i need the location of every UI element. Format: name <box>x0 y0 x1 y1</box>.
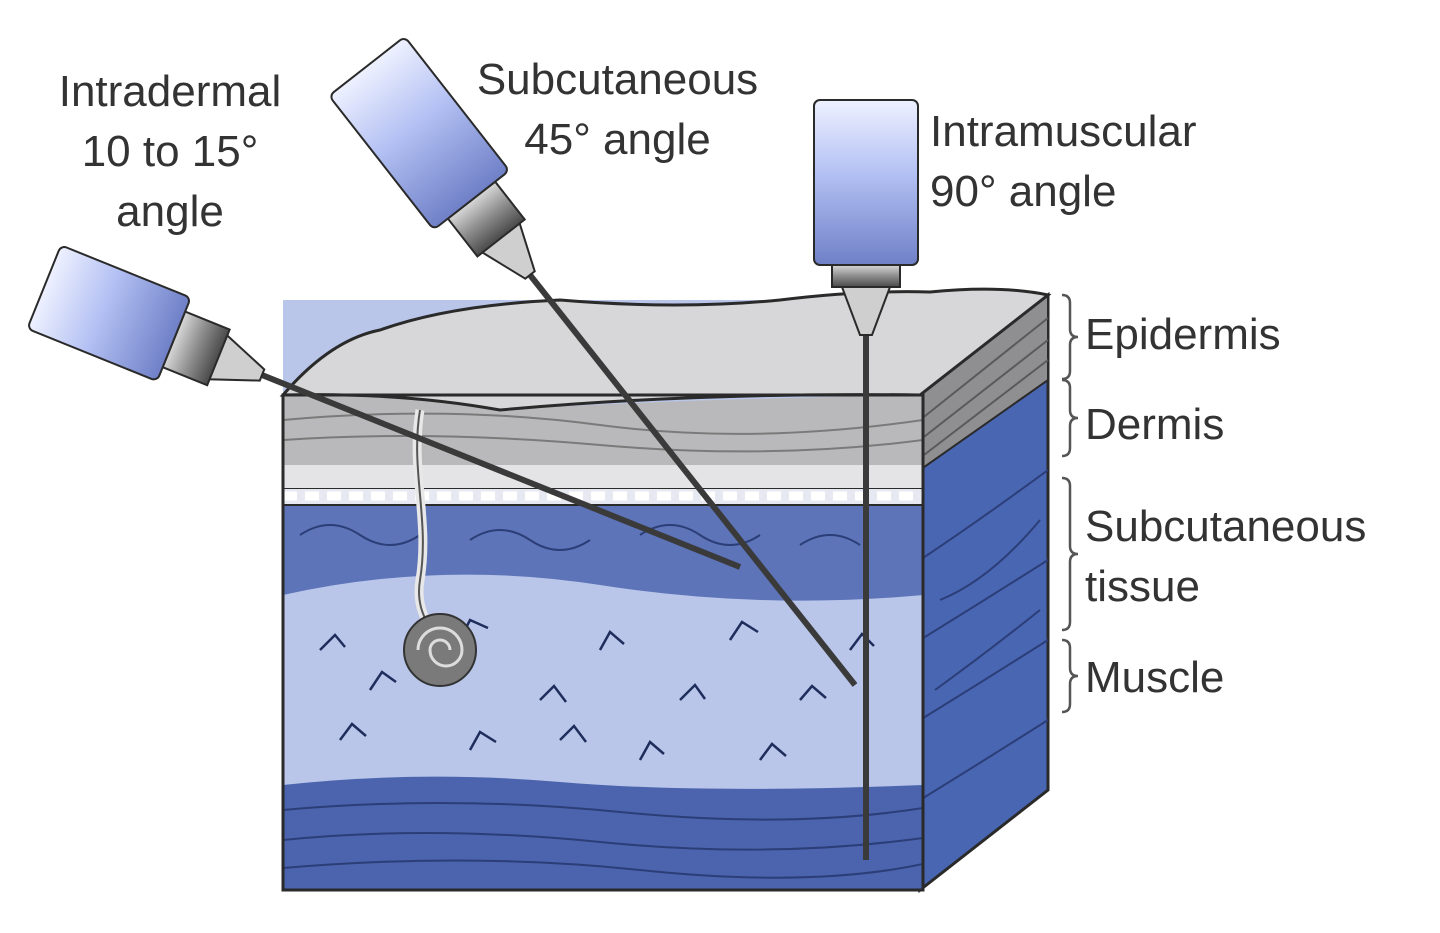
label-dermis: Dermis <box>1085 395 1224 455</box>
label-line: Subcutaneous <box>1085 502 1367 551</box>
label-muscle: Muscle <box>1085 648 1224 708</box>
label-line: Dermis <box>1085 400 1225 449</box>
label-line: 90° angle <box>930 167 1117 216</box>
label-intradermal: Intradermal 10 to 15° angle <box>40 62 300 242</box>
label-line: Epidermis <box>1085 310 1281 359</box>
label-subcutaneous: Subcutaneous 45° angle <box>450 50 785 170</box>
label-epidermis: Epidermis <box>1085 305 1281 365</box>
label-subcutaneous-tissue: Subcutaneous tissue <box>1085 497 1366 617</box>
label-line: 45° angle <box>524 115 711 164</box>
label-intramuscular: Intramuscular 90° angle <box>930 102 1197 222</box>
label-line: tissue <box>1085 562 1200 611</box>
subcutaneous-syringe <box>330 38 858 687</box>
intramuscular-syringe <box>813 99 919 860</box>
intradermal-syringe <box>28 246 742 570</box>
label-line: Subcutaneous <box>476 55 759 104</box>
label-line: Intradermal <box>58 67 282 116</box>
label-line: 10 to 15° <box>81 127 259 176</box>
label-line: angle <box>116 187 224 236</box>
layer-brackets <box>1061 293 1079 714</box>
label-line: Muscle <box>1085 653 1225 702</box>
block-side-face <box>918 291 1050 894</box>
label-line: Intramuscular <box>930 107 1197 156</box>
